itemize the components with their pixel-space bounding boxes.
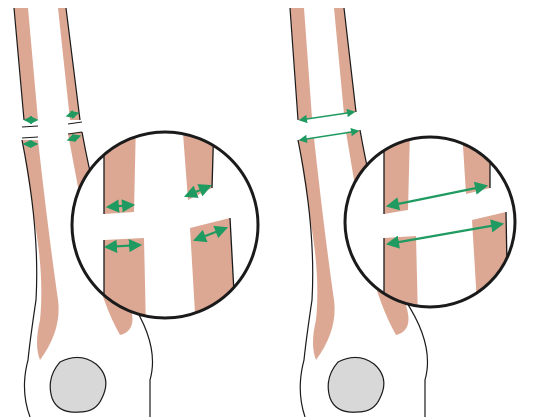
left-panel [14, 8, 258, 417]
right-condyle [328, 357, 384, 412]
left-condyle [50, 357, 106, 412]
right-panel [290, 8, 515, 417]
right-zoom-upper-lateral-cortex [462, 130, 490, 194]
left-zoom-upper-medial-cortex [104, 120, 136, 214]
